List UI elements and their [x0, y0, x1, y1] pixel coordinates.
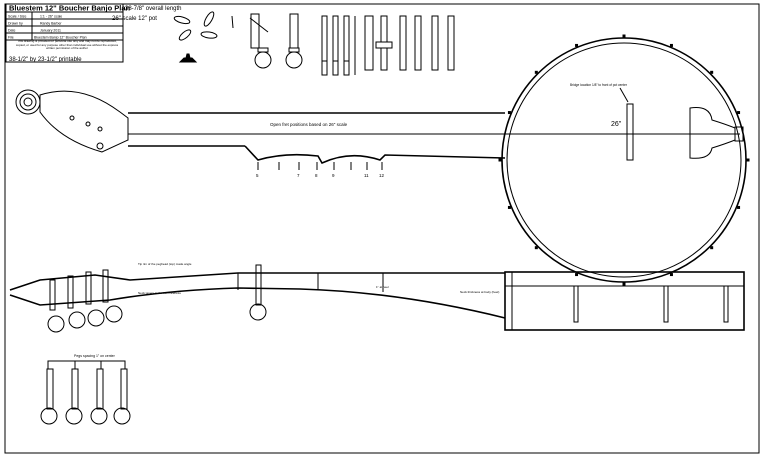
- bracket-hook: [575, 43, 579, 47]
- row-value: 1:1 - 26" scale: [40, 15, 62, 19]
- inlay-shapes: [173, 11, 234, 63]
- row-label: Drawn by: [8, 22, 23, 26]
- bracket-hook: [622, 34, 626, 38]
- row-value: January 2011: [40, 29, 61, 33]
- side-note: 1" at heel: [376, 285, 389, 289]
- fret-caption: Open fret positions based on 26" scale: [270, 122, 348, 127]
- bracket-hook: [710, 246, 714, 250]
- row-label: Scale / Size: [8, 15, 27, 19]
- bracket-hook: [622, 282, 626, 286]
- bracket-hook: [498, 158, 502, 162]
- fret-number: 7: [297, 173, 300, 178]
- row-value: Bluestem Banjo 12" Boucher Plan: [34, 36, 87, 40]
- plan-title: Bluestem 12" Boucher Banjo Plan: [9, 4, 131, 13]
- bracket-hook: [575, 273, 579, 277]
- pot-top-view: 26" Bridge location 1/8" to front of pot…: [501, 37, 747, 283]
- title-block: Bluestem 12" Boucher Banjo Plan Scale / …: [5, 3, 131, 63]
- tuner-spacing-view: Pegs spacing 1" on center: [40, 354, 131, 425]
- bracket-hook: [669, 273, 673, 277]
- side-note: Tip rim of the peghead (top) made angle: [138, 262, 192, 266]
- bracket-hook: [710, 70, 714, 74]
- tuner-parts-top: [249, 13, 455, 76]
- bridge: [626, 103, 634, 161]
- neck-side-view: Tip rim of the peghead (top) made angle …: [9, 262, 745, 333]
- row-label: File: [8, 36, 14, 40]
- fret-number: 8: [315, 173, 318, 178]
- bracket-hook: [534, 70, 538, 74]
- bracket-hook: [507, 111, 511, 115]
- fret-number: 5: [256, 173, 259, 178]
- fret-number: 11: [364, 173, 369, 178]
- side-note: Neck tapers to the fret thickness: [138, 291, 181, 295]
- bracket-hook: [534, 246, 538, 250]
- bracket-hook: [737, 205, 741, 209]
- row-label: Date: [8, 29, 15, 33]
- printable-size: 38-1/2" by 23-1/2" printable: [9, 57, 82, 63]
- fret-ticks: [257, 162, 383, 170]
- copyright-note: This drawing is provided for personal us…: [15, 40, 119, 51]
- overall-length: 38-7/8" overall length: [125, 6, 182, 12]
- fret-number: 12: [379, 173, 385, 178]
- side-note: Neck thickness at body (heel): [460, 290, 499, 294]
- neck-top-view: Open fret positions based on 26" scale 5…: [15, 89, 506, 178]
- bracket-hook: [746, 158, 750, 162]
- bracket-hook: [669, 43, 673, 47]
- bracket-hook: [507, 205, 511, 209]
- bracket-hook: [737, 111, 741, 115]
- row-value: Randy Barber: [40, 22, 62, 26]
- drawing-frame: [4, 3, 760, 454]
- scale-mark: 26": [611, 121, 622, 128]
- tuner-note: Pegs spacing 1" on center: [74, 354, 116, 358]
- bridge-note: Bridge location 1/8" to front of pot cen…: [570, 83, 628, 87]
- fret-number: 9: [332, 173, 335, 178]
- scale-pot: 26" scale 12" pot: [112, 16, 157, 22]
